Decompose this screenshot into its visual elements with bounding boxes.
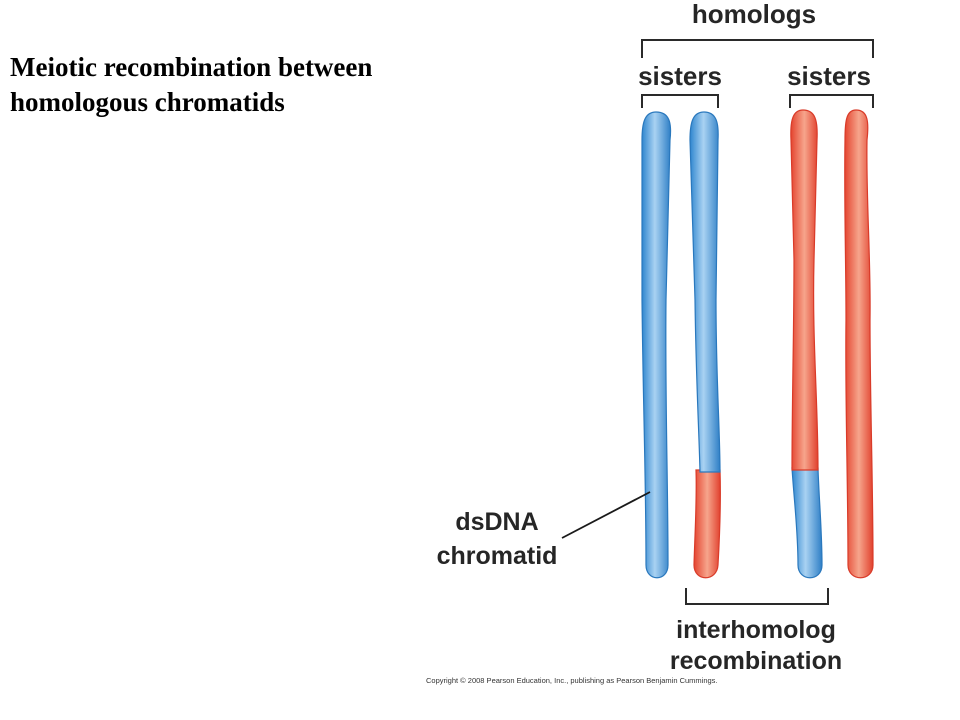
sisters-left-bracket bbox=[641, 94, 719, 108]
chromatid-2-recombinant bbox=[689, 111, 721, 579]
chromatid-1-blue bbox=[641, 111, 672, 579]
copyright-notice: Copyright © 2008 Pearson Education, Inc.… bbox=[426, 676, 718, 685]
chromatid-3-blue-segment bbox=[791, 467, 823, 579]
sisters-right-bracket bbox=[789, 94, 874, 108]
chromatid-2-red-segment bbox=[693, 469, 721, 579]
slide-title: Meiotic recombination between homologous… bbox=[10, 50, 372, 120]
chromatid-4-red bbox=[844, 109, 874, 579]
chromatid-3-recombinant bbox=[790, 109, 823, 579]
sisters-right-label: sisters bbox=[787, 61, 871, 91]
homologs-bracket bbox=[641, 39, 874, 58]
dsdna-label-line-1: dsDNA bbox=[455, 508, 538, 536]
slide-title-line-2: homologous chromatids bbox=[10, 87, 285, 117]
chromatid-2-blue-segment bbox=[689, 111, 721, 473]
dsdna-pointer-line bbox=[561, 491, 651, 539]
dsdna-label-line-2: chromatid bbox=[437, 542, 558, 570]
slide-title-line-1: Meiotic recombination between bbox=[10, 52, 373, 82]
sisters-left-label: sisters bbox=[638, 61, 722, 91]
recombination-label-line-2: recombination bbox=[670, 647, 842, 675]
recombination-bracket bbox=[685, 588, 829, 605]
recombination-label-line-1: interhomolog bbox=[676, 616, 836, 644]
homologs-label: homologs bbox=[692, 0, 816, 29]
chromatid-3-red-segment bbox=[790, 109, 819, 471]
